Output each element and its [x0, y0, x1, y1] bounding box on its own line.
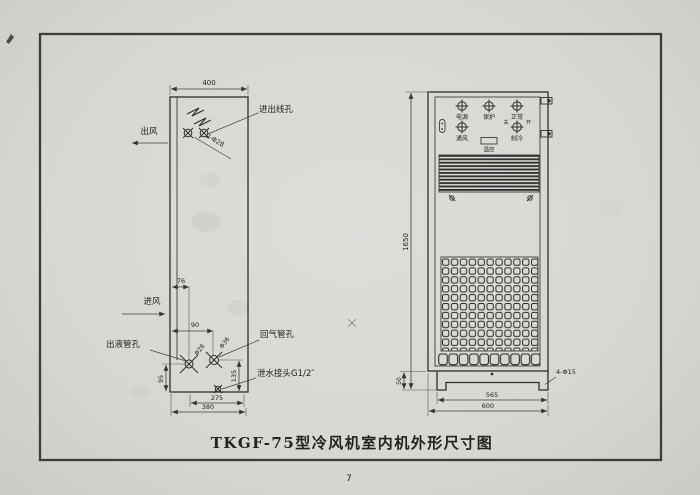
liquid-hole-label: 出液管孔	[106, 339, 141, 350]
base-outline	[436, 371, 549, 391]
perforated-grille	[440, 256, 539, 352]
dim-feet-span-text: 565	[486, 391, 498, 399]
indicator-protect-label: 保护	[483, 113, 495, 121]
dim-bottom2-text: 380	[202, 403, 214, 411]
screw-icon	[448, 194, 534, 202]
dim-hole-offset1-text: 76	[177, 277, 185, 285]
scan-artifacts	[6, 34, 624, 398]
louver-grille	[438, 154, 540, 193]
wire-holes-icon	[182, 127, 210, 139]
front-view: 电源 保护 正常 通风 制冷 关 开 温控 4-Φ15	[396, 91, 576, 416]
liquid-hole-leader	[149, 349, 187, 362]
thermostat-display	[480, 137, 498, 145]
switch-off-label: 关	[503, 119, 508, 126]
drawing-border	[38, 32, 663, 462]
switch-on-label: 开	[526, 120, 531, 126]
dim-50: 50	[396, 371, 426, 389]
base-mark	[490, 372, 494, 376]
dim-width-front-text: 600	[482, 402, 494, 410]
drawing-caption: TKGF-75型冷风机室内机外形尺寸图	[211, 434, 494, 452]
feet-holes-leader	[544, 376, 557, 385]
dim-1650: 1650	[402, 91, 436, 391]
air-out-label: 出风	[140, 126, 158, 137]
indicator-cool-label: 制冷	[511, 135, 523, 143]
dim-275: 275	[189, 394, 245, 407]
airflow-squiggle-icon	[186, 107, 212, 127]
dim-76: 76	[172, 277, 190, 360]
indicator-fan-label: 通风	[456, 135, 468, 143]
dim-95: 95	[157, 363, 186, 391]
hole-dia-large-text: Φ36	[218, 336, 231, 350]
feet-holes-label: 4-Φ15	[556, 368, 576, 376]
page-number: 7	[346, 474, 352, 484]
dim-hole-offset2-text: 90	[191, 321, 199, 329]
dim-bottom1-text: 275	[211, 394, 223, 402]
dim-380: 380	[170, 394, 247, 416]
dim-600: 600	[427, 373, 549, 416]
hole-dia-small-text: Φ28	[193, 343, 206, 357]
gas-hole-leader	[218, 339, 260, 358]
wire-holes-spec: 2-Φ28	[204, 132, 225, 149]
dim-base-height-text: 50	[396, 377, 403, 385]
indicator-lights	[455, 99, 524, 134]
indicator-normal-label: 正常	[511, 113, 523, 121]
dim-135: 135	[219, 359, 243, 391]
indicator-power-label: 电源	[456, 113, 468, 121]
air-in-label: 进风	[143, 297, 161, 307]
drain-fitting-icon	[213, 384, 223, 394]
dim-90: 90	[172, 321, 214, 356]
side-view-cabinet-outline	[169, 96, 249, 393]
gas-hole-label: 回气管孔	[260, 329, 295, 340]
thermostat-label: 温控	[483, 146, 495, 154]
dim-height-text: 1650	[402, 233, 410, 251]
drain-label: 泄水接头G1/2″	[257, 368, 314, 379]
gas-pipe-hole-icon	[205, 351, 223, 369]
wire-holes-leader	[207, 112, 259, 135]
side-view: 400 进出线孔 2-Φ28 出风 进风 76 90	[106, 79, 314, 416]
dim-400: 400	[169, 79, 249, 95]
wire-holes-spec-line	[193, 136, 232, 160]
lock-icon	[439, 119, 446, 133]
dim-width-text: 400	[202, 79, 215, 87]
dim-565: 565	[436, 391, 549, 404]
hinge-icon	[540, 97, 553, 138]
front-cabinet-outline	[427, 91, 549, 372]
dim-hole-height1-text: 95	[157, 375, 165, 383]
dim-hole-height2-text: 135	[230, 370, 238, 382]
wire-holes-label: 进出线孔	[259, 104, 294, 115]
bottom-vent-row	[438, 353, 540, 366]
